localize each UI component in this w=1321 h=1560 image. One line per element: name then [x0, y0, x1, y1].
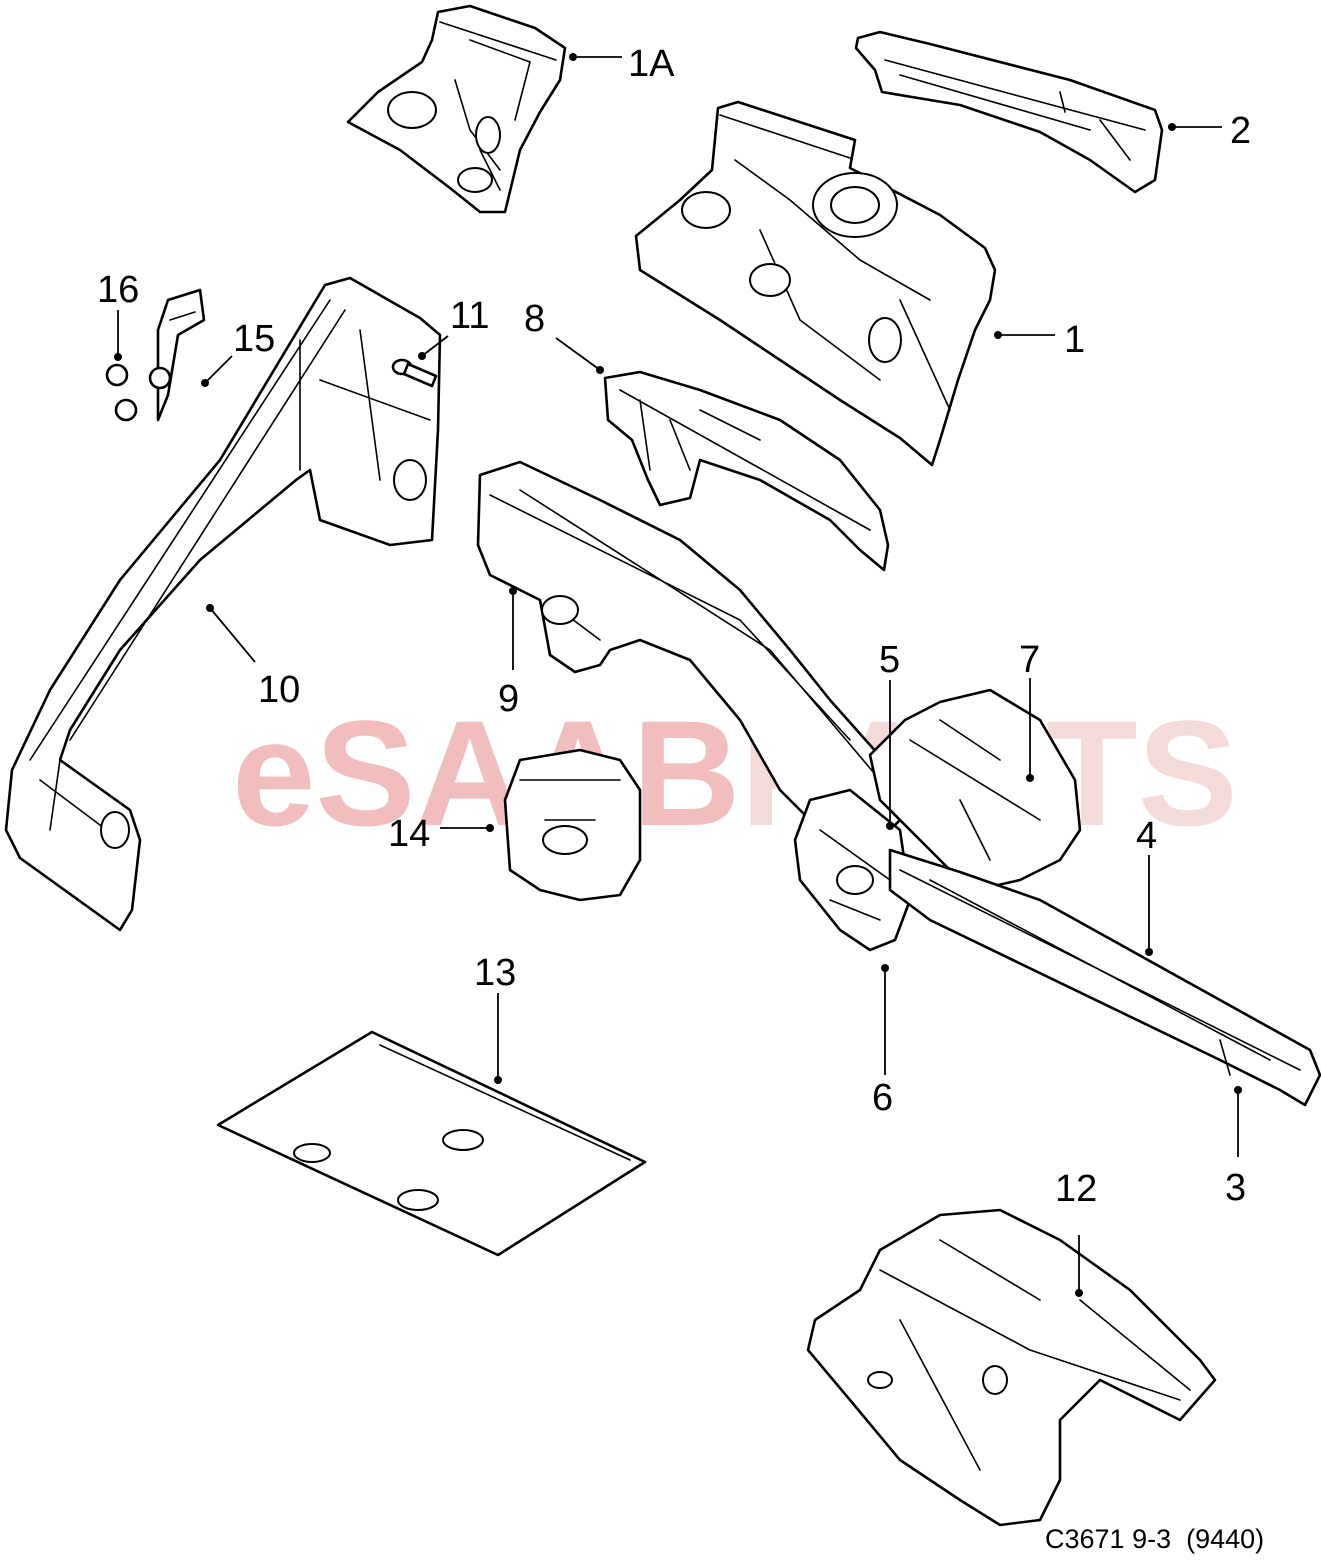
callout-14: 14 — [388, 813, 430, 855]
diagram-reference: C3671 9-3 (9440) — [1045, 1524, 1264, 1554]
callout-7: 7 — [1019, 639, 1040, 681]
part-13-insulation-pad — [216, 1030, 647, 1257]
part-1-wheelhouse — [634, 100, 997, 467]
callout-5: 5 — [879, 639, 900, 681]
part-16-nuts — [105, 363, 172, 422]
part-15-bracket — [156, 288, 206, 422]
part-11-bolt — [391, 358, 438, 388]
callout-labels: 1A 2 1 16 15 11 8 10 9 5 7 4 14 13 6 3 1… — [97, 43, 1251, 1210]
part-7-panel — [868, 688, 1082, 890]
callout-1A: 1A — [628, 43, 675, 85]
leader-lines — [114, 53, 1242, 1297]
callout-12: 12 — [1055, 1168, 1097, 1210]
part-6-reinforcement — [793, 788, 912, 952]
callout-8: 8 — [524, 298, 545, 340]
part-12-floor-section — [806, 1208, 1217, 1527]
callout-10: 10 — [258, 669, 300, 711]
part-14-bracket — [503, 748, 642, 902]
callout-4: 4 — [1136, 815, 1157, 857]
callout-11: 11 — [450, 295, 489, 337]
callout-2: 2 — [1230, 110, 1251, 152]
part-8-bracket — [603, 370, 890, 572]
callout-13: 13 — [474, 952, 516, 994]
part-2-reinforcement — [854, 30, 1164, 194]
callout-1: 1 — [1064, 319, 1085, 361]
callout-6: 6 — [872, 1077, 893, 1119]
callout-9: 9 — [498, 678, 519, 720]
callout-16: 16 — [97, 269, 139, 311]
part-1A-panel — [346, 4, 567, 214]
part-9-side-member — [476, 460, 912, 862]
callout-3: 3 — [1225, 1167, 1246, 1209]
callout-15: 15 — [233, 318, 275, 360]
watermark-esaab: eSAAB — [232, 689, 740, 857]
part-10-rail — [4, 276, 442, 932]
part-4-long-rail — [888, 848, 1321, 1107]
